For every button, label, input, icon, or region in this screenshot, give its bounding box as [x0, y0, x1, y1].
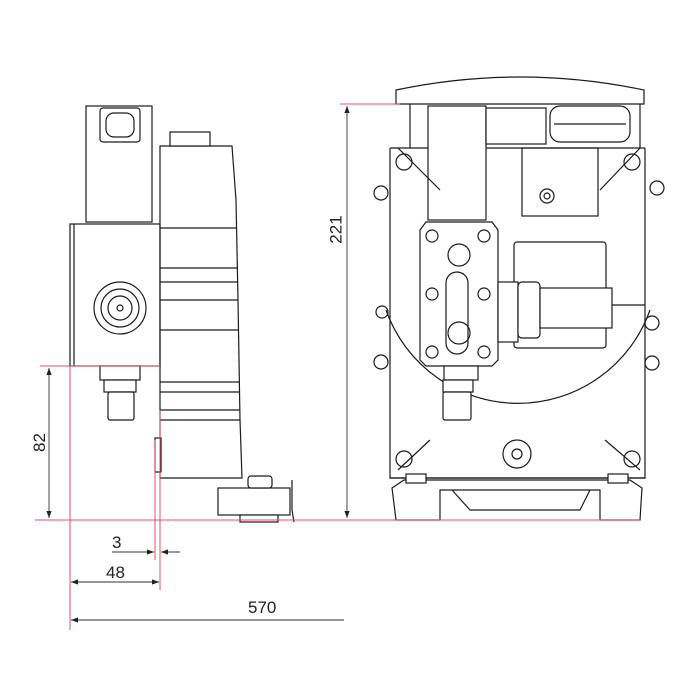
top-cover	[395, 76, 645, 105]
dim-48-label: 48	[106, 563, 125, 582]
valve-plate	[419, 221, 499, 367]
dimension-lines	[46, 106, 350, 623]
dim-570-label: 570	[248, 598, 277, 617]
dim-82-label: 82	[29, 433, 49, 452]
valve-block	[69, 223, 161, 367]
base-frame	[391, 479, 643, 521]
foot	[217, 487, 291, 516]
front-view	[373, 76, 665, 521]
pump-body-side	[159, 145, 243, 479]
side-view	[69, 105, 295, 523]
dim-221-label: 221	[326, 215, 346, 244]
reference-lines	[35, 103, 640, 630]
hex-nut	[517, 281, 541, 339]
dim-3-label: 3	[112, 533, 122, 552]
port-circle	[93, 281, 147, 335]
